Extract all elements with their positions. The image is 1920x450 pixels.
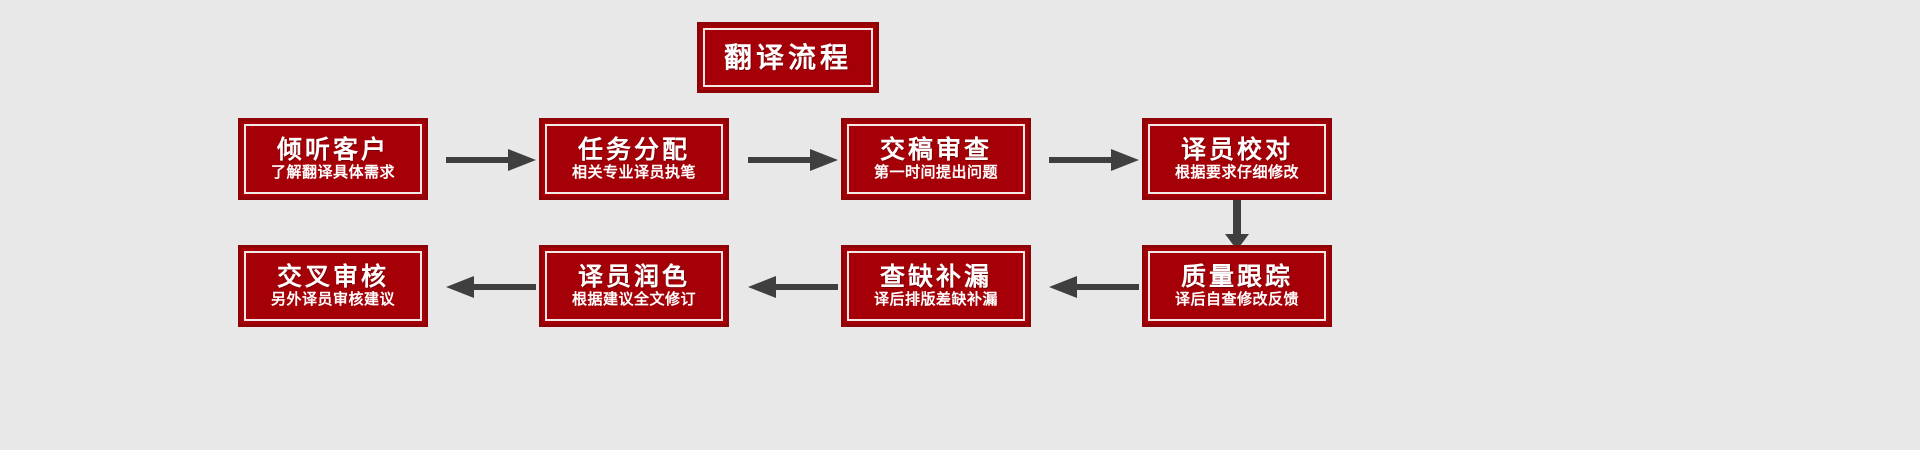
node-title: 译员校对 xyxy=(1180,135,1293,164)
arrow-gapfill-to-polish xyxy=(748,274,838,300)
node-title: 任务分配 xyxy=(577,135,690,164)
node-title: 交稿审查 xyxy=(879,135,992,164)
node-cross-review[interactable]: 交叉审核 另外译员审核建议 xyxy=(238,245,428,327)
node-quality-tracking[interactable]: 质量跟踪 译后自查修改反馈 xyxy=(1142,245,1332,327)
node-subtitle: 相关专业译员执笔 xyxy=(571,163,696,182)
node-task-assignment-inner: 任务分配 相关专业译员执笔 xyxy=(545,124,723,194)
flowchart-title-box: 翻译流程 xyxy=(697,22,879,93)
node-translator-proofreading-inner: 译员校对 根据要求仔细修改 xyxy=(1148,124,1326,194)
node-listen-to-client-inner: 倾听客户 了解翻译具体需求 xyxy=(244,124,422,194)
node-title: 质量跟踪 xyxy=(1180,262,1293,291)
arrow-assign-to-review xyxy=(748,147,838,173)
node-gap-filling[interactable]: 查缺补漏 译后排版差缺补漏 xyxy=(841,245,1031,327)
node-translator-polishing[interactable]: 译员润色 根据建议全文修订 xyxy=(539,245,729,327)
node-submission-review-inner: 交稿审查 第一时间提出问题 xyxy=(847,124,1025,194)
node-subtitle: 另外译员审核建议 xyxy=(270,290,395,309)
arrow-listen-to-assign xyxy=(446,147,536,173)
node-cross-review-inner: 交叉审核 另外译员审核建议 xyxy=(244,251,422,321)
node-subtitle: 了解翻译具体需求 xyxy=(270,163,395,182)
node-subtitle: 译后自查修改反馈 xyxy=(1174,290,1299,309)
flowchart-title-inner: 翻译流程 xyxy=(703,28,873,87)
node-title: 倾听客户 xyxy=(276,135,389,164)
node-task-assignment[interactable]: 任务分配 相关专业译员执笔 xyxy=(539,118,729,200)
flowchart-title-text: 翻译流程 xyxy=(723,40,852,74)
arrow-quality-to-gapfill xyxy=(1049,274,1139,300)
node-listen-to-client[interactable]: 倾听客户 了解翻译具体需求 xyxy=(238,118,428,200)
node-quality-tracking-inner: 质量跟踪 译后自查修改反馈 xyxy=(1148,251,1326,321)
node-gap-filling-inner: 查缺补漏 译后排版差缺补漏 xyxy=(847,251,1025,321)
arrow-review-to-proofread xyxy=(1049,147,1139,173)
arrow-polish-to-crosscheck xyxy=(446,274,536,300)
node-translator-polishing-inner: 译员润色 根据建议全文修订 xyxy=(545,251,723,321)
node-subtitle: 根据建议全文修订 xyxy=(571,290,696,309)
node-title: 译员润色 xyxy=(577,262,690,291)
node-submission-review[interactable]: 交稿审查 第一时间提出问题 xyxy=(841,118,1031,200)
node-title: 交叉审核 xyxy=(276,262,389,291)
arrow-proofread-to-quality xyxy=(1224,200,1250,250)
node-title: 查缺补漏 xyxy=(879,262,992,291)
node-subtitle: 根据要求仔细修改 xyxy=(1174,163,1299,182)
node-translator-proofreading[interactable]: 译员校对 根据要求仔细修改 xyxy=(1142,118,1332,200)
node-subtitle: 译后排版差缺补漏 xyxy=(873,290,998,309)
node-subtitle: 第一时间提出问题 xyxy=(873,163,998,182)
